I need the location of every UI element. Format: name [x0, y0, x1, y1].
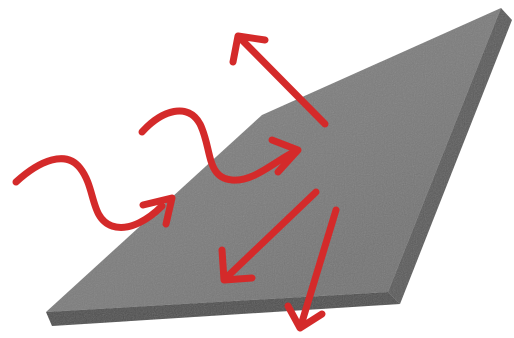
incoming-wave-left-arrow — [16, 159, 172, 228]
slab-top-face — [46, 8, 501, 312]
